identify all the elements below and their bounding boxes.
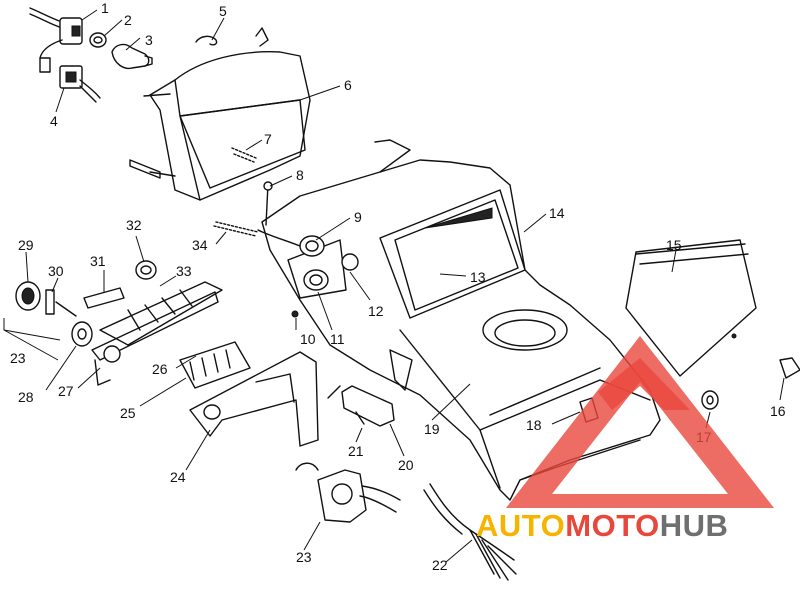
wiring-harness <box>423 483 517 581</box>
callout-6: 6 <box>344 77 352 93</box>
callout-23-lower: 23 <box>296 549 312 565</box>
callout-3: 3 <box>145 32 153 48</box>
callout-1: 1 <box>101 0 109 16</box>
callout-26: 26 <box>152 361 168 377</box>
kill-switch <box>327 385 395 427</box>
svg-text:AUTOMOTOHUB: AUTOMOTOHUB <box>476 508 728 543</box>
callout-27: 27 <box>58 383 74 399</box>
callout-5: 5 <box>219 3 227 19</box>
callout-21: 21 <box>348 443 364 459</box>
lamp-bracket-assembly <box>15 260 319 447</box>
watermark-moto: MOTO <box>565 508 659 543</box>
callout-labels: 1 2 3 4 5 6 7 8 9 10 11 12 13 14 15 16 1… <box>10 0 786 573</box>
callout-15: 15 <box>666 237 682 253</box>
callout-14: 14 <box>549 205 565 221</box>
callout-19: 19 <box>424 421 440 437</box>
callout-28: 28 <box>18 389 34 405</box>
watermark-hub: HUB <box>660 508 729 543</box>
taillight-assembly <box>295 462 401 523</box>
leader-lines <box>3 9 785 563</box>
callout-13: 13 <box>470 269 486 285</box>
callout-12: 12 <box>368 303 384 319</box>
headlight-housing <box>129 27 311 226</box>
callout-20: 20 <box>398 457 414 473</box>
callout-30: 30 <box>48 263 64 279</box>
callout-9: 9 <box>354 209 362 225</box>
callout-10: 10 <box>300 331 316 347</box>
callout-4: 4 <box>50 113 58 129</box>
callout-24: 24 <box>170 469 186 485</box>
callout-25: 25 <box>120 405 136 421</box>
callout-34: 34 <box>192 237 208 253</box>
watermark-inner-mark <box>598 358 690 410</box>
callout-32: 32 <box>126 217 142 233</box>
callout-31: 31 <box>90 253 106 269</box>
callout-16: 16 <box>770 403 786 419</box>
callout-33: 33 <box>176 263 192 279</box>
watermark-triangle <box>506 336 774 508</box>
headlight-socket-assembly <box>29 7 153 103</box>
callout-2: 2 <box>124 12 132 28</box>
callout-22: 22 <box>432 557 448 573</box>
hood-console <box>261 139 661 501</box>
watermark-auto: AUTO <box>476 508 565 543</box>
callout-8: 8 <box>296 167 304 183</box>
callout-23-left: 23 <box>10 350 26 366</box>
callout-18: 18 <box>526 417 542 433</box>
side-panel <box>625 239 800 410</box>
automotohub-watermark: AUTOMOTOHUB <box>476 336 774 543</box>
callout-7: 7 <box>264 131 272 147</box>
callout-11: 11 <box>330 331 345 347</box>
callout-29: 29 <box>18 237 34 253</box>
switch-panel <box>287 235 359 318</box>
